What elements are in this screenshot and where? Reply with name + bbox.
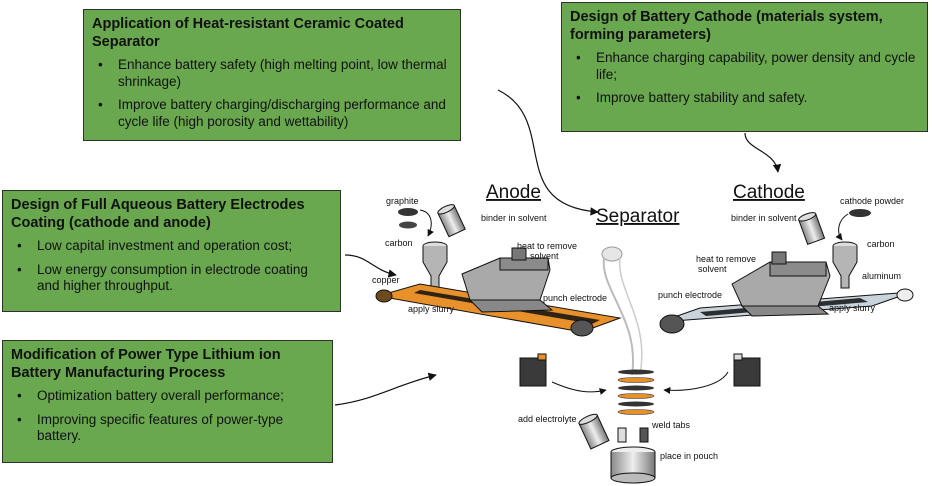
carbon-right-label: carbon — [867, 239, 895, 249]
hopper-right-icon — [832, 241, 858, 289]
process-box-list: Optimization battery overall performance… — [11, 388, 324, 445]
aqueous-box: Design of Full Aqueous Battery Electrode… — [2, 190, 341, 312]
separator-box-title: Application of Heat-resistant Ceramic Co… — [92, 16, 404, 50]
process-box: Modification of Power Type Lithium ion B… — [2, 340, 333, 463]
punch-left-label: punch electrode — [543, 293, 607, 303]
list-item: Improve battery stability and safety. — [570, 90, 919, 107]
electrolyte-can-icon — [578, 413, 610, 450]
list-item: Low energy consumption in electrode coat… — [11, 262, 332, 295]
apply-slurry-right-label: apply slurry — [829, 303, 876, 313]
pouch-icon — [610, 446, 656, 484]
list-item: Enhance battery safety (high melting poi… — [92, 57, 452, 90]
cathode-roll-icon — [659, 314, 685, 334]
anode-heading: Anode — [486, 182, 541, 203]
hopper-left-icon — [422, 241, 448, 289]
cathode-box-list: Enhance charging capability, power densi… — [570, 50, 919, 107]
binder-can-left-icon — [437, 204, 466, 238]
list-item: Enhance charging capability, power densi… — [570, 50, 919, 83]
place-in-pouch-label: place in pouch — [660, 451, 718, 461]
aqueous-box-list: Low capital investment and operation cos… — [11, 238, 332, 295]
heat-right-label-1: heat to remove — [696, 254, 756, 264]
arrow-process-box — [334, 372, 437, 406]
list-item: Improving specific features of power-typ… — [11, 412, 324, 445]
cathode-powder-label: cathode powder — [840, 196, 904, 206]
arrow-cathode-box — [744, 132, 782, 173]
cathode-box-title: Design of Battery Cathode (materials sys… — [570, 9, 883, 43]
copper-label: copper — [372, 275, 400, 285]
cell-stack-icon — [617, 369, 655, 415]
anode-line: graphite carbon binder in solvent copper… — [372, 196, 622, 337]
cathode-heading: Cathode — [733, 182, 805, 203]
oven-right-icon — [731, 251, 831, 317]
graphite-pile-icon — [398, 208, 418, 216]
cathode-sheet-icon — [733, 357, 761, 387]
separator-roll — [601, 246, 643, 376]
arrow-aqueous-box — [344, 254, 397, 278]
arrow-separator-box — [497, 89, 599, 216]
graphite-label: graphite — [386, 196, 419, 206]
process-box-title: Modification of Power Type Lithium ion B… — [11, 347, 281, 381]
carbon-pile-icon — [399, 221, 417, 229]
aluminum-label: aluminum — [862, 271, 901, 281]
separator-box-list: Enhance battery safety (high melting poi… — [92, 57, 452, 130]
add-electrolyte-label: add electrolyte — [518, 414, 577, 424]
assembly-stage: add electrolyte weld tabs place in pouch — [518, 353, 761, 484]
binder-can-right-icon — [798, 212, 826, 245]
binder-right-label: binder in solvent — [731, 213, 797, 223]
separator-box: Application of Heat-resistant Ceramic Co… — [83, 9, 461, 141]
aqueous-box-title: Design of Full Aqueous Battery Electrode… — [11, 197, 305, 231]
heat-left-label-2: solvent — [530, 251, 559, 261]
binder-left-label: binder in solvent — [481, 213, 547, 223]
weld-tabs-label: weld tabs — [651, 420, 691, 430]
list-item: Low capital investment and operation cos… — [11, 238, 332, 255]
carbon-left-label: carbon — [385, 238, 413, 248]
list-item: Improve battery charging/discharging per… — [92, 97, 452, 130]
anode-sheet-icon — [519, 357, 547, 387]
separator-heading: Separator — [596, 206, 680, 227]
anode-roll-icon — [570, 319, 594, 337]
heat-left-label-1: heat to remove — [517, 241, 577, 251]
list-item: Optimization battery overall performance… — [11, 388, 324, 405]
cathode-box: Design of Battery Cathode (materials sys… — [561, 2, 928, 132]
apply-slurry-left-label: apply slurry — [408, 304, 455, 314]
cathode-powder-pile-icon — [849, 209, 871, 217]
punch-right-label: punch electrode — [658, 290, 722, 300]
cathode-line: binder in solvent cathode powder carbon … — [658, 196, 914, 334]
heat-right-label-2: solvent — [698, 264, 727, 274]
oven-left-icon — [461, 247, 554, 313]
